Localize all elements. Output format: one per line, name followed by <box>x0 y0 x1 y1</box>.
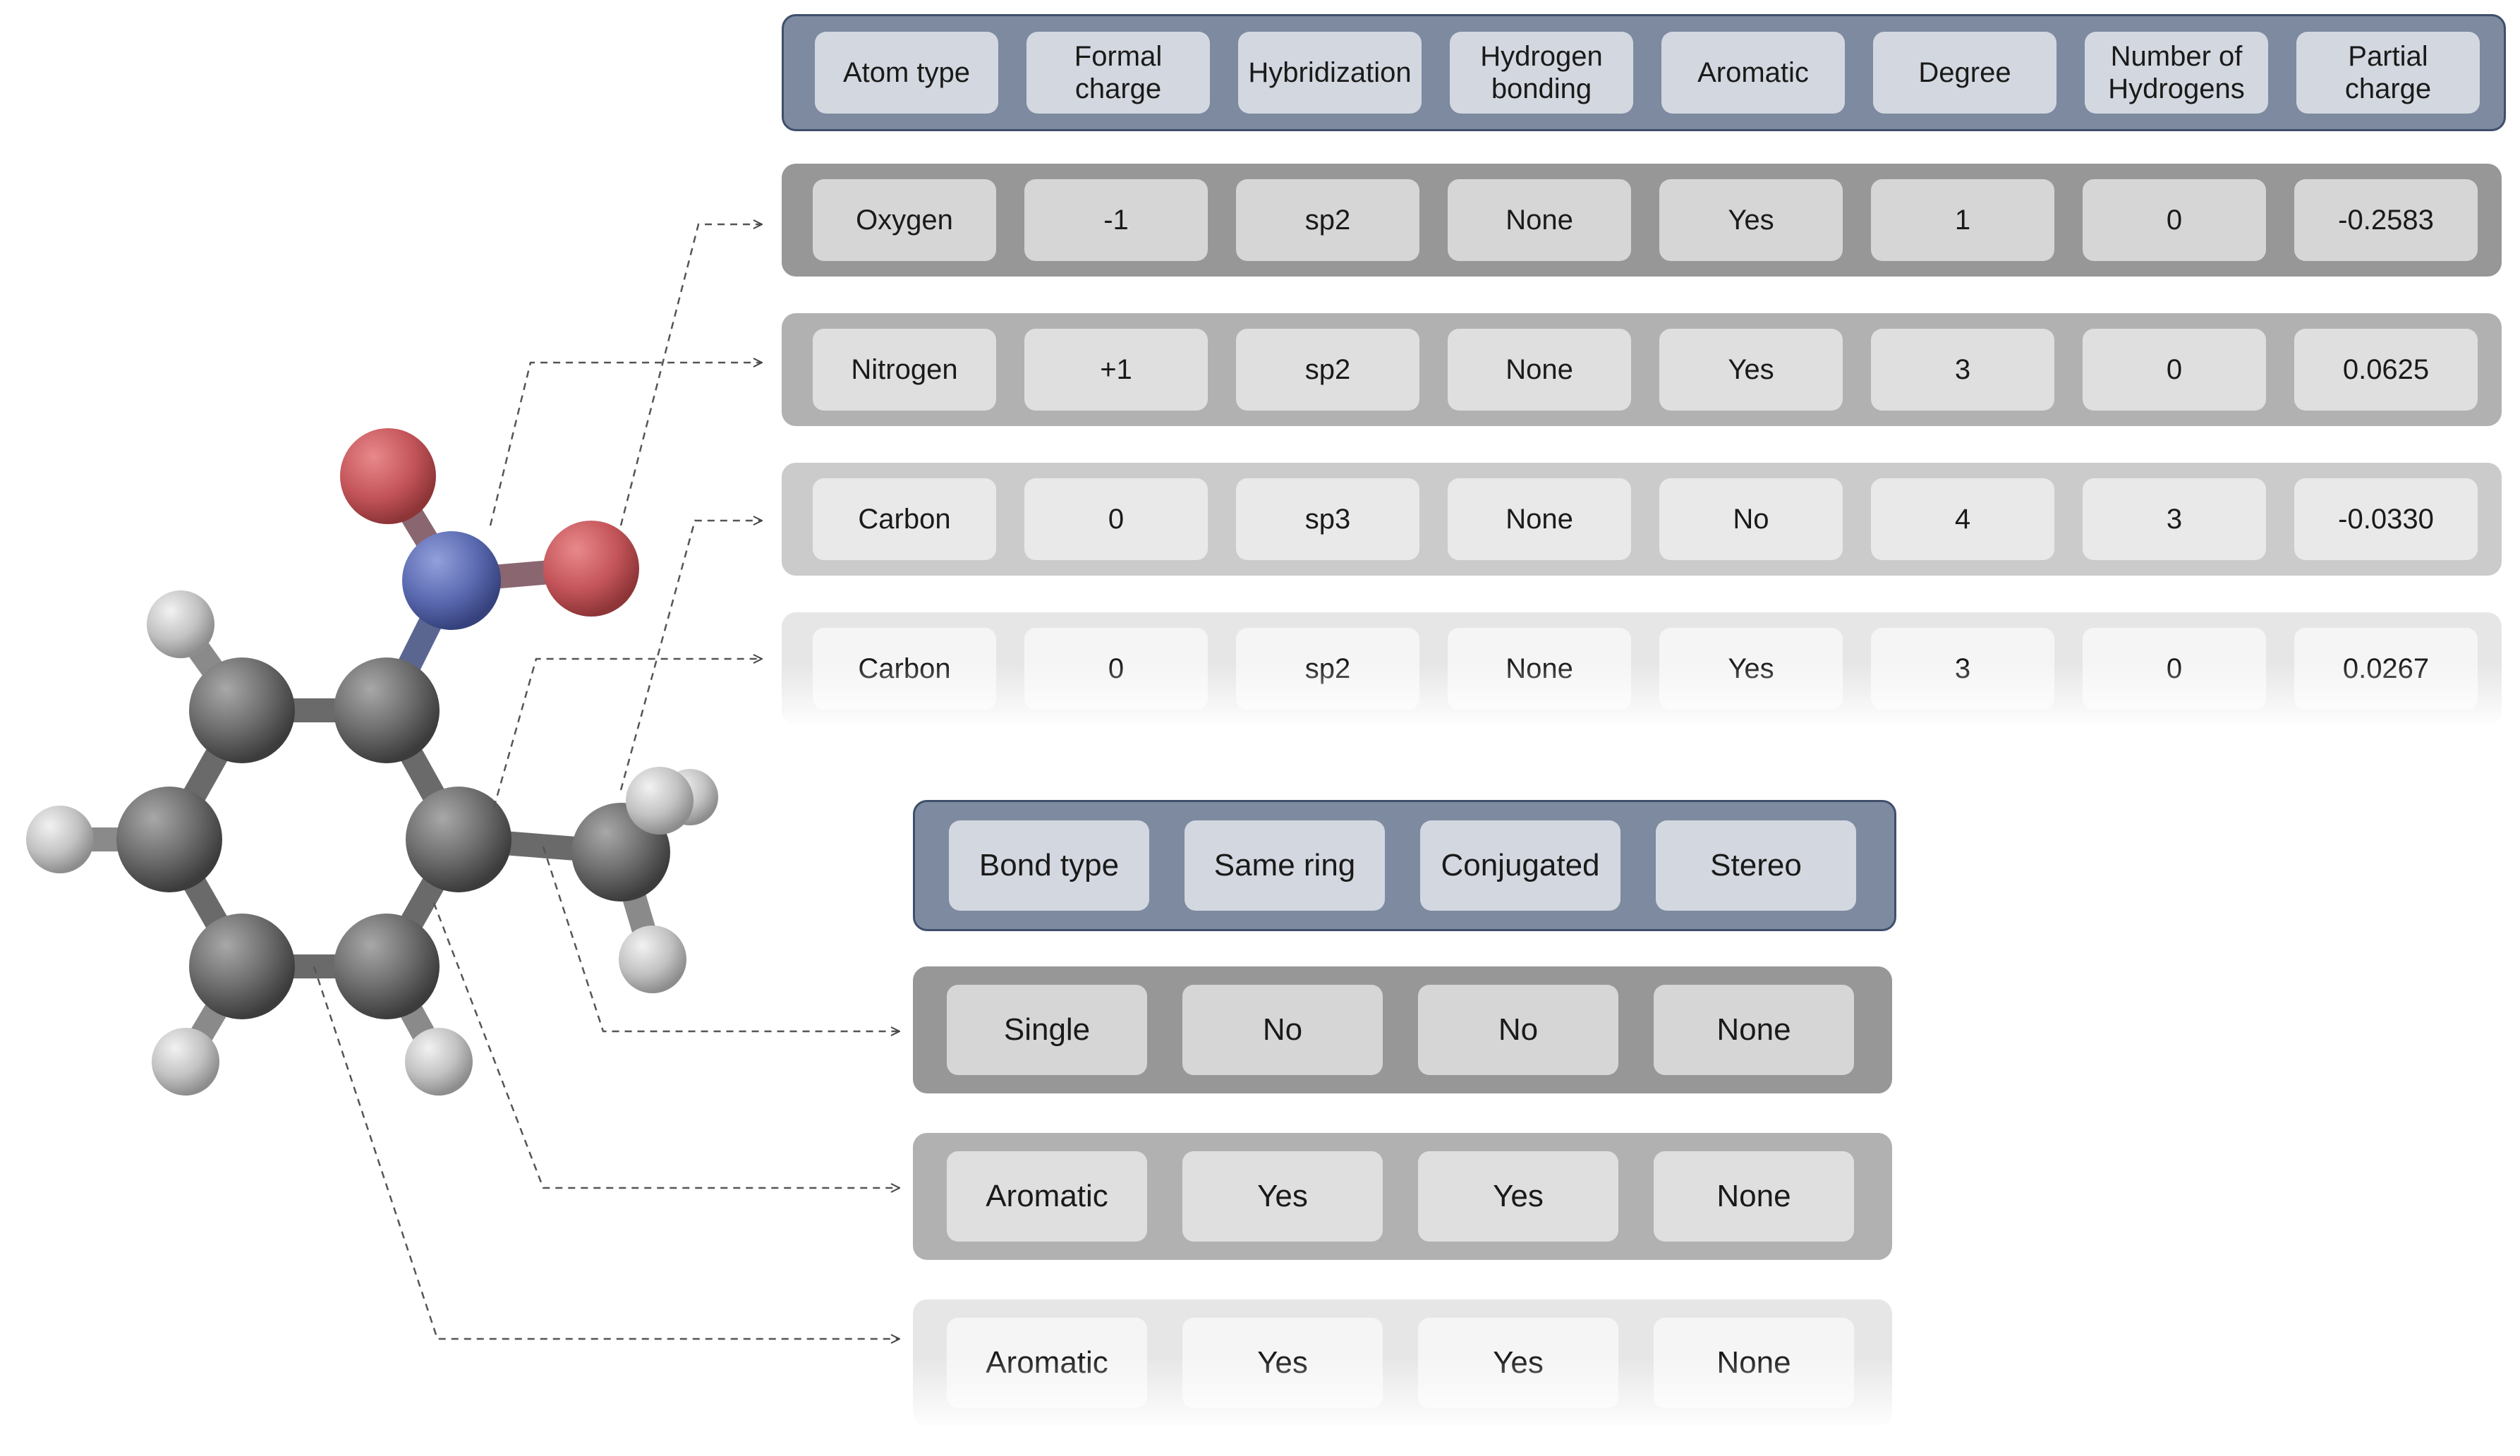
cell-atom-type: Carbon <box>813 478 996 560</box>
connector-methyl-carbon <box>619 521 762 791</box>
cell-partial-charge: -0.0330 <box>2294 478 2478 560</box>
cell-conjugated: No <box>1418 985 1618 1075</box>
carbon-atom <box>116 787 222 892</box>
connector-single-bond <box>542 846 899 1031</box>
cell-formal-charge: 0 <box>1024 478 1208 560</box>
hydrogen-atom <box>152 1028 219 1096</box>
cell-atom-type: Nitrogen <box>813 329 996 411</box>
hydrogen-atom <box>405 1028 473 1096</box>
cell-hybridization: sp2 <box>1236 628 1419 710</box>
cell-hybridization: sp2 <box>1236 329 1419 411</box>
cell-formal-charge: -1 <box>1024 179 1208 261</box>
cell-partial-charge: 0.0625 <box>2294 329 2478 411</box>
carbon-atom <box>334 914 440 1019</box>
cell-aromatic: Yes <box>1659 329 1843 411</box>
cell-same-ring: Yes <box>1182 1318 1383 1408</box>
nitrogen-atom <box>402 531 501 630</box>
header-conjugated: Conjugated <box>1420 820 1621 911</box>
cell-stereo: None <box>1654 1318 1854 1408</box>
cell-aromatic: No <box>1659 478 1843 560</box>
connector-oxygen <box>619 224 762 526</box>
cell-number-of-hydrogens: 0 <box>2083 628 2266 710</box>
cell-conjugated: Yes <box>1418 1151 1618 1242</box>
connector-aromatic-bond-2 <box>313 966 899 1339</box>
cell-hydrogen-bonding: None <box>1448 179 1631 261</box>
atom-table-header-row: Atom type Formal charge Hybridization Hydro… <box>782 14 2506 131</box>
cell-degree: 4 <box>1871 478 2054 560</box>
header-aromatic: Aromatic <box>1661 32 1845 114</box>
header-atom-type: Atom type <box>815 32 998 114</box>
oxygen-atom <box>543 521 639 617</box>
cell-same-ring: Yes <box>1182 1151 1383 1242</box>
hydrogen-atom <box>26 806 94 873</box>
cell-partial-charge: -0.2583 <box>2294 179 2478 261</box>
hydrogen-atom <box>619 926 686 993</box>
cell-atom-type: Carbon <box>813 628 996 710</box>
cell-degree: 3 <box>1871 329 2054 411</box>
cell-formal-charge: 0 <box>1024 628 1208 710</box>
cell-aromatic: Yes <box>1659 179 1843 261</box>
cell-degree: 3 <box>1871 628 2054 710</box>
header-partial-charge: Partial charge <box>2296 32 2480 114</box>
cell-conjugated: Yes <box>1418 1318 1618 1408</box>
cell-hydrogen-bonding: None <box>1448 628 1631 710</box>
header-hybridization: Hybridization <box>1238 32 1422 114</box>
cell-bond-type: Aromatic <box>947 1318 1147 1408</box>
cell-hybridization: sp2 <box>1236 179 1419 261</box>
bond-table-row-3: Aromatic Yes Yes None <box>913 1299 1892 1426</box>
cell-number-of-hydrogens: 0 <box>2083 329 2266 411</box>
header-bond-type: Bond type <box>949 820 1149 911</box>
cell-bond-type: Single <box>947 985 1147 1075</box>
carbon-atom <box>406 787 511 892</box>
cell-atom-type: Oxygen <box>813 179 996 261</box>
carbon-atom <box>189 914 295 1019</box>
carbon-atom <box>189 657 295 763</box>
header-degree: Degree <box>1873 32 2056 114</box>
carbon-atom <box>334 657 440 763</box>
cell-partial-charge: 0.0267 <box>2294 628 2478 710</box>
header-hydrogen-bonding: Hydrogen bonding <box>1450 32 1633 114</box>
connector-nitrogen <box>489 363 762 526</box>
cell-stereo: None <box>1654 985 1854 1075</box>
header-formal-charge: Formal charge <box>1026 32 1210 114</box>
cell-hydrogen-bonding: None <box>1448 478 1631 560</box>
oxygen-atom <box>340 428 436 524</box>
header-number-of-hydrogens: Number of Hydrogens <box>2085 32 2268 114</box>
hydrogen-atom <box>626 767 693 835</box>
connector-aromatic-bond-1 <box>432 902 899 1188</box>
cell-bond-type: Aromatic <box>947 1151 1147 1242</box>
cell-degree: 1 <box>1871 179 2054 261</box>
cell-number-of-hydrogens: 3 <box>2083 478 2266 560</box>
cell-hybridization: sp3 <box>1236 478 1419 560</box>
header-same-ring: Same ring <box>1185 820 1385 911</box>
bond-table-header-row: Bond type Same ring Conjugated Stereo <box>913 800 1896 931</box>
connector-ring-carbon <box>492 659 762 808</box>
bond-table-row-2: Aromatic Yes Yes None <box>913 1133 1892 1260</box>
hydrogen-atom <box>147 590 214 658</box>
cell-same-ring: No <box>1182 985 1383 1075</box>
cell-number-of-hydrogens: 0 <box>2083 179 2266 261</box>
cell-hydrogen-bonding: None <box>1448 329 1631 411</box>
bond-table-row-1: Single No No None <box>913 966 1892 1093</box>
cell-stereo: None <box>1654 1151 1854 1242</box>
header-stereo: Stereo <box>1656 820 1856 911</box>
cell-formal-charge: +1 <box>1024 329 1208 411</box>
cell-aromatic: Yes <box>1659 628 1843 710</box>
